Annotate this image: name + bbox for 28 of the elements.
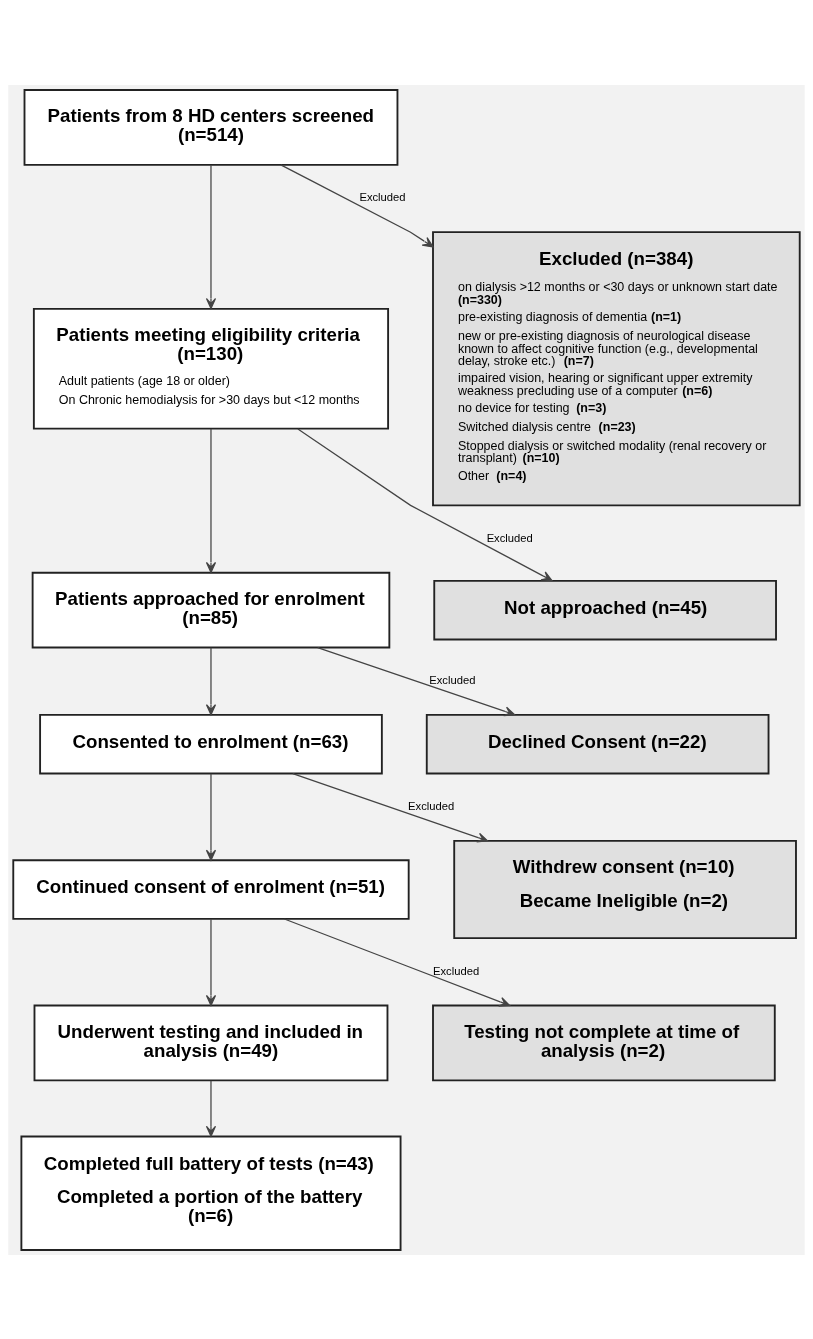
edge-label: Excluded (359, 190, 406, 203)
arrow (205, 646, 217, 715)
edge-label: Excluded (433, 964, 480, 977)
node-box: Completed full battery of tests (n=43) Completed a portion of the battery (n=6) (20, 1135, 402, 1251)
arrow (205, 918, 217, 1006)
node-box: Underwent testing and included in analysis (n=49) (33, 1004, 389, 1081)
arrow (297, 427, 553, 581)
arrow (317, 646, 516, 716)
node-box: Testing not complete at time of analysis (n=2) (432, 1004, 776, 1081)
node-box: Excluded (n=384) on dialysis >12 months or <30 days or unknown start date (n=330) pre-existing diagnosis of dementia (n=1) new or pre-existing diagnosis of neurological disease known to affect cognitive function (e.g., developmental delay, stroke etc.) (n=7) impaired vision, hearing or significant upper extremity weakness precluding use of a computer (n=6) no device for testing (n=3) Switched dialysis centre (n=23) Stopped dialysis or switched modality (renal recovery or transplant) (n=10) Other (n=4) (432, 230, 801, 506)
arrow (205, 1079, 217, 1137)
node-box: Patients from 8 HD centers screened (n=514) (23, 88, 399, 166)
node-box: Withdrew consent (n=10) Became Ineligible (n=2) (453, 839, 797, 939)
arrow (205, 163, 217, 309)
arrow (280, 163, 434, 248)
node-box: Patients approached for enrolment (n=85) (31, 571, 391, 648)
node-box: Patients meeting eligibility criteria (n=130) Adult patients (age 18 or older) On Chronic hemodialysis for >30 days but <12 months (32, 307, 390, 430)
node-box: Not approached (n=45) (433, 579, 777, 640)
node-box: Declined Consent (n=22) (425, 713, 770, 774)
node-box: Continued consent of enrolment (n=51) (12, 858, 410, 920)
edge-label: Excluded (486, 531, 533, 544)
arrow (205, 427, 217, 573)
arrow (205, 772, 217, 861)
arrow (292, 772, 489, 842)
edge-label: Excluded (408, 799, 455, 812)
edge-label: Excluded (429, 673, 476, 686)
node-box: Consented to enrolment (n=63) (39, 713, 383, 774)
arrow (283, 917, 511, 1007)
